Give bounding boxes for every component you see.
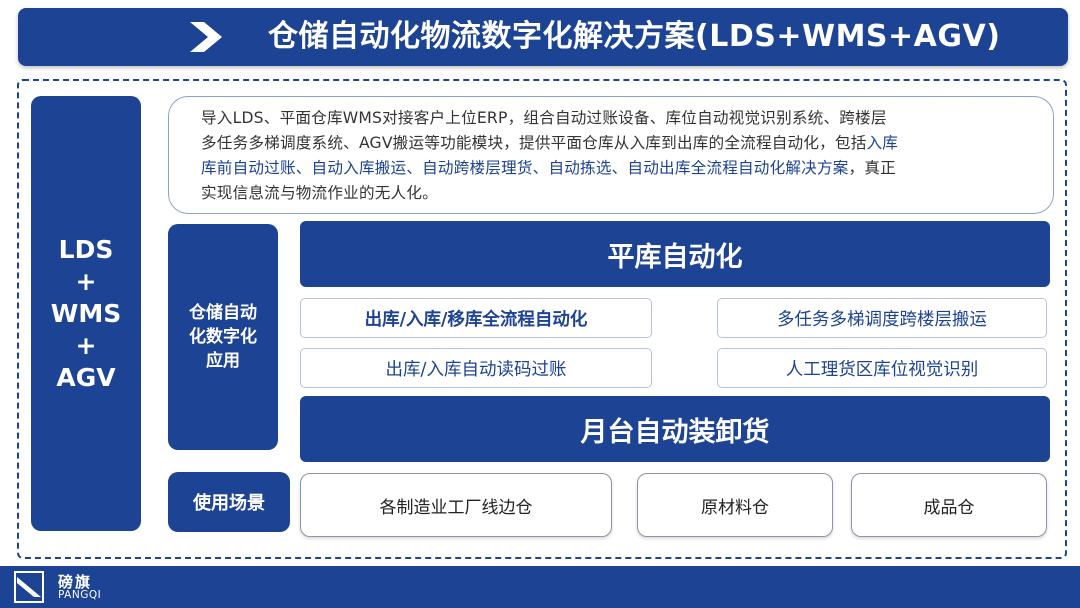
application-label: 仓储自动 化数字化 应用 — [168, 224, 278, 450]
stack-line-plus: + — [75, 266, 97, 296]
intro-line: 库前自动过账、自动入库搬运、自动跨楼层理货、自动拣选、自动出库全流程自动化解决方… — [201, 159, 896, 177]
feature-full-process-automation: 出库/入库/移库全流程自动化 — [300, 298, 652, 338]
feature-location-visual-recognition: 人工理货区库位视觉识别 — [717, 348, 1047, 388]
system-stack-label: LDS + WMS + AGV — [31, 96, 141, 531]
flat-warehouse-automation-band: 平库自动化 — [300, 221, 1050, 287]
chevron-right-icon — [190, 22, 222, 52]
scene-production-line-warehouse: 各制造业工厂线边仓 — [300, 473, 612, 537]
title-bar: 仓储自动化物流数字化解决方案(LDS+WMS+AGV) — [18, 8, 1068, 66]
stack-line-plus: + — [75, 330, 97, 360]
dock-auto-loading-band: 月台自动装卸货 — [300, 396, 1050, 462]
scene-raw-material-warehouse: 原材料仓 — [637, 473, 833, 537]
stack-line-lds: LDS — [58, 234, 114, 264]
intro-description: 导入LDS、平面仓库WMS对接客户上位ERP，组合自动过账设备、库位自动视觉识别… — [168, 96, 1054, 214]
feature-auto-barcode-posting: 出库/入库自动读码过账 — [300, 348, 652, 388]
stack-line-agv: AGV — [56, 362, 116, 392]
feature-multi-elevator-dispatch: 多任务多梯调度跨楼层搬运 — [717, 298, 1047, 338]
page-title: 仓储自动化物流数字化解决方案(LDS+WMS+AGV) — [268, 19, 1001, 54]
scene-finished-goods-warehouse: 成品仓 — [851, 473, 1047, 537]
usage-scenario-label: 使用场景 — [168, 472, 290, 532]
pangqi-logo-icon — [14, 571, 44, 603]
stack-line-wms: WMS — [50, 298, 122, 328]
brand-name-en: PANGQI — [58, 589, 102, 601]
brand-name-cn: 磅旗 — [58, 573, 93, 591]
footer-bar: 磅旗 PANGQI — [0, 566, 1080, 608]
intro-line: 多任务多梯调度系统、AGV搬运等功能模块，提供平面仓库从入库到出库的全流程自动化… — [201, 134, 899, 152]
intro-line: 导入LDS、平面仓库WMS对接客户上位ERP，组合自动过账设备、库位自动视觉识别… — [201, 109, 887, 127]
intro-line: 实现信息流与物流作业的无人化。 — [201, 184, 438, 202]
content-frame — [17, 79, 1067, 559]
